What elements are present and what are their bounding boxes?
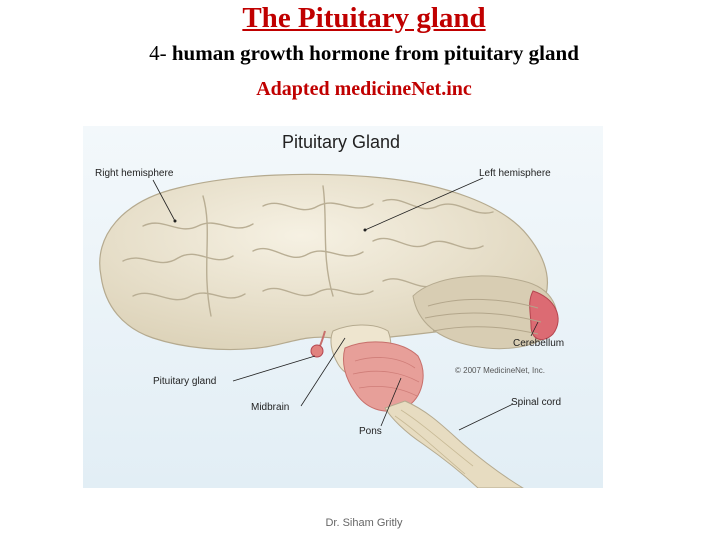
subtitle-number: 4- — [149, 41, 172, 65]
leader-spinal-cord — [458, 403, 514, 431]
marker-left-hemisphere — [363, 228, 367, 232]
pituitary-diagram: Pituitary Gland Right hemisphere Left he… — [83, 126, 603, 488]
figure-title: Pituitary Gland — [282, 132, 400, 152]
leader-pons — [380, 377, 402, 427]
leader-pituitary-gland — [232, 355, 316, 382]
label-right-hemisphere: Right hemisphere — [95, 168, 174, 179]
subtitle-text: human growth hormone from pituitary glan… — [171, 41, 579, 65]
marker-right-hemisphere — [173, 219, 177, 223]
leader-cerebellum — [530, 321, 539, 337]
leader-midbrain — [300, 337, 346, 407]
cerebellum-highlight — [529, 290, 559, 341]
label-midbrain: Midbrain — [251, 402, 289, 413]
cerebellum-folds — [424, 298, 542, 335]
slide-subtitle: 4- human growth hormone from pituitary g… — [0, 41, 728, 66]
label-pituitary-gland: Pituitary gland — [153, 376, 216, 387]
source-credit: Adapted medicineNet.inc — [256, 78, 472, 100]
footer-author: Dr. Siham Gritly — [325, 517, 403, 529]
pituitary-gland-shape — [310, 344, 324, 358]
brain-folds — [122, 185, 496, 317]
slide-title: The Pituitary gland — [242, 2, 486, 34]
label-pons: Pons — [359, 426, 382, 437]
spinal-cord-lines — [394, 409, 474, 475]
label-left-hemisphere: Left hemisphere — [479, 168, 551, 179]
label-spinal-cord: Spinal cord — [511, 397, 561, 408]
label-cerebellum: Cerebellum — [513, 338, 564, 349]
leader-left-hemisphere — [364, 177, 484, 231]
leader-right-hemisphere — [152, 179, 176, 222]
pons-stripes — [352, 357, 420, 397]
copyright: © 2007 MedicineNet, Inc. — [455, 366, 545, 375]
